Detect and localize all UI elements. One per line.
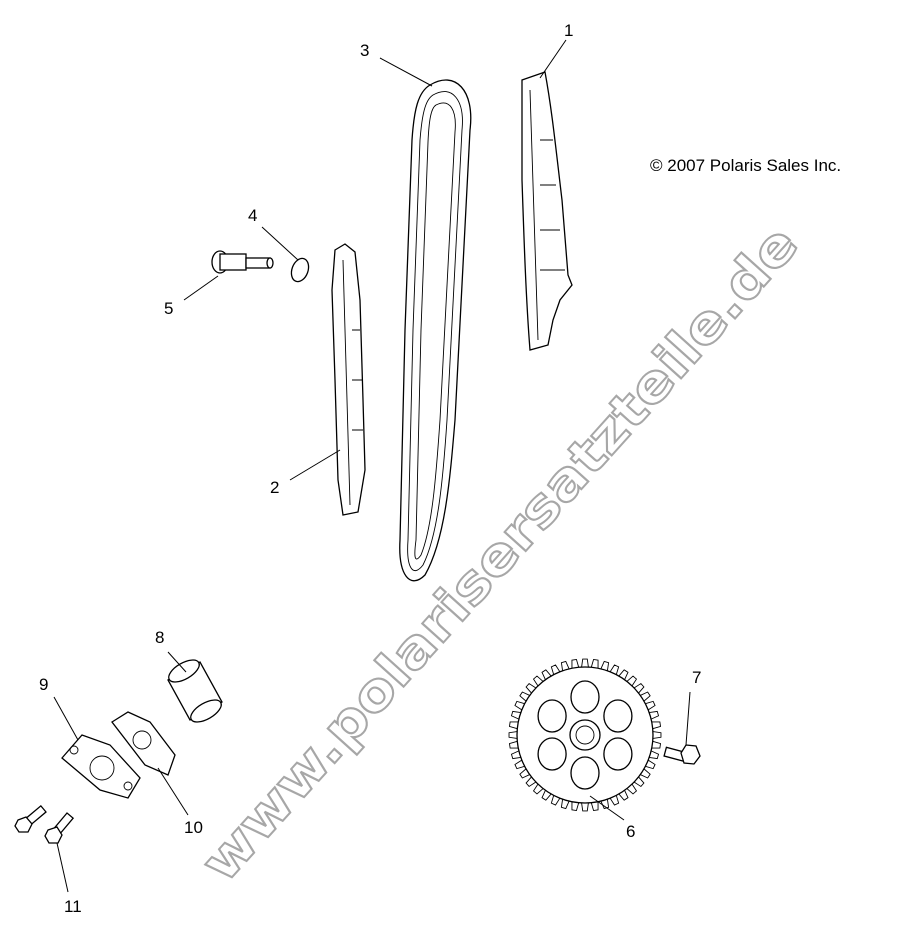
callout-10: 10 [184,818,203,837]
callout-2: 2 [270,478,279,497]
callout-6: 6 [626,822,635,841]
callout-1: 1 [564,21,573,40]
watermark: www.polarisersatzteile.de [190,214,810,893]
sprocket-hole [537,737,567,771]
callout-3: 3 [360,41,369,60]
part-8-tensioner-body [167,659,223,723]
part-5-tensioner-plunger [211,250,274,274]
callout-7: 7 [692,668,701,687]
part-11-bolts [14,804,75,844]
copyright-notice: © 2007 Polaris Sales Inc. [650,156,841,175]
callout-11: 11 [64,897,82,916]
part-3-timing-chain [399,79,472,582]
part-7-bolt [663,744,701,765]
callout-4: 4 [248,206,257,225]
sprocket-hole [537,699,567,733]
callout-9: 9 [39,675,48,694]
part-1-chain-guide [521,71,573,351]
sprocket-hole [603,699,633,733]
part-10-gasket [111,711,176,776]
sprocket-hole [603,737,633,771]
part-2-chain-guide [331,243,366,516]
callout-5: 5 [164,299,173,318]
leader-lines [53,39,691,893]
sprocket-hole [570,756,600,790]
part-4-o-ring [290,257,310,283]
sprocket-hole [570,680,600,714]
callout-8: 8 [155,628,164,647]
part-6-sprocket [508,658,662,812]
part-9-cover-plate [61,734,141,799]
